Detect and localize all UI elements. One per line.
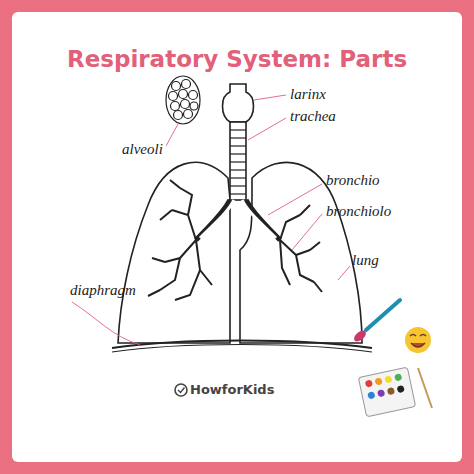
drawing-stroke: [179, 90, 188, 99]
part-label: diaphragm: [70, 282, 136, 299]
smiley-emoji: [405, 327, 431, 353]
part-label: bronchio: [326, 172, 380, 189]
drawing-stroke: [248, 118, 286, 140]
part-label: bronchiolo: [326, 203, 391, 220]
drawing-stroke: [171, 102, 180, 111]
drawing-stroke: [394, 373, 402, 381]
drawing-stroke: [230, 153, 246, 154]
drawing-stroke: [358, 367, 415, 417]
drawing-stroke: [181, 100, 190, 109]
right-lung: [240, 162, 362, 343]
drawing-stroke: [230, 169, 246, 170]
left-bronchioles: [148, 180, 212, 300]
drawing-stroke: [230, 193, 246, 194]
bronchi-inner: [200, 200, 276, 238]
left-lung: [118, 162, 230, 343]
logo-icon: [175, 384, 187, 396]
alveoli-cluster: [166, 76, 200, 124]
brand-logo: HowforKids: [190, 382, 274, 397]
drawing-stroke: [175, 384, 187, 396]
white-panel: [12, 12, 462, 462]
drawing-stroke: [387, 387, 395, 395]
drawing-stroke: [230, 185, 246, 186]
drawing-stroke: [230, 161, 246, 162]
drawing-stroke: [166, 76, 200, 124]
drawing-stroke: [365, 379, 373, 387]
drawing-stroke: [166, 124, 178, 146]
bronchi: [196, 200, 280, 240]
larynx-shape: [223, 84, 254, 122]
drawing-stroke: [367, 391, 375, 399]
drawing-stroke: [405, 327, 431, 353]
drawing-stroke: [418, 368, 432, 408]
drawing-stroke: [190, 102, 198, 110]
drawing-stroke: [374, 377, 382, 385]
paint-brush: [352, 300, 400, 344]
drawing-stroke: [184, 110, 193, 119]
part-label: trachea: [290, 108, 336, 125]
drawing-stroke: [411, 343, 425, 347]
drawing-stroke: [397, 385, 405, 393]
drawing-stroke: [338, 266, 350, 280]
trachea-rings: [230, 130, 246, 194]
drawing-stroke: [148, 180, 212, 300]
trachea-tube: [230, 122, 246, 200]
drawing-stroke: [365, 373, 405, 399]
part-label: larinx: [290, 86, 326, 103]
drawing-stroke: [410, 335, 426, 337]
drawing-stroke: [280, 205, 322, 292]
diaphragm-line: [112, 345, 372, 353]
drawing-stroke: [254, 95, 286, 100]
paint-palette: [358, 367, 432, 417]
drawing-stroke: [182, 80, 191, 89]
drawing-stroke: [189, 91, 198, 100]
part-label: alveoli: [122, 141, 163, 158]
drawing-stroke: [230, 145, 246, 146]
drawing-stroke: [174, 111, 183, 120]
page-title: Respiratory System: Parts: [0, 46, 474, 72]
drawing-stroke: [268, 184, 322, 215]
drawing-stroke: [352, 328, 368, 343]
leader-lines: [72, 95, 350, 345]
drawing-stroke: [230, 177, 246, 178]
drawing-stroke: [230, 129, 246, 130]
drawing-stroke: [292, 214, 322, 250]
right-bronchioles: [280, 205, 322, 292]
drawing-stroke: [169, 92, 178, 101]
drawing-stroke: [230, 137, 246, 138]
drawing-stroke: [178, 388, 185, 393]
drawing-stroke: [72, 302, 140, 345]
drawing-stroke: [384, 375, 392, 383]
drawing-stroke: [172, 82, 181, 91]
part-label: lung: [352, 252, 379, 269]
drawing-stroke: [377, 389, 385, 397]
drawing-stroke: [366, 300, 400, 330]
